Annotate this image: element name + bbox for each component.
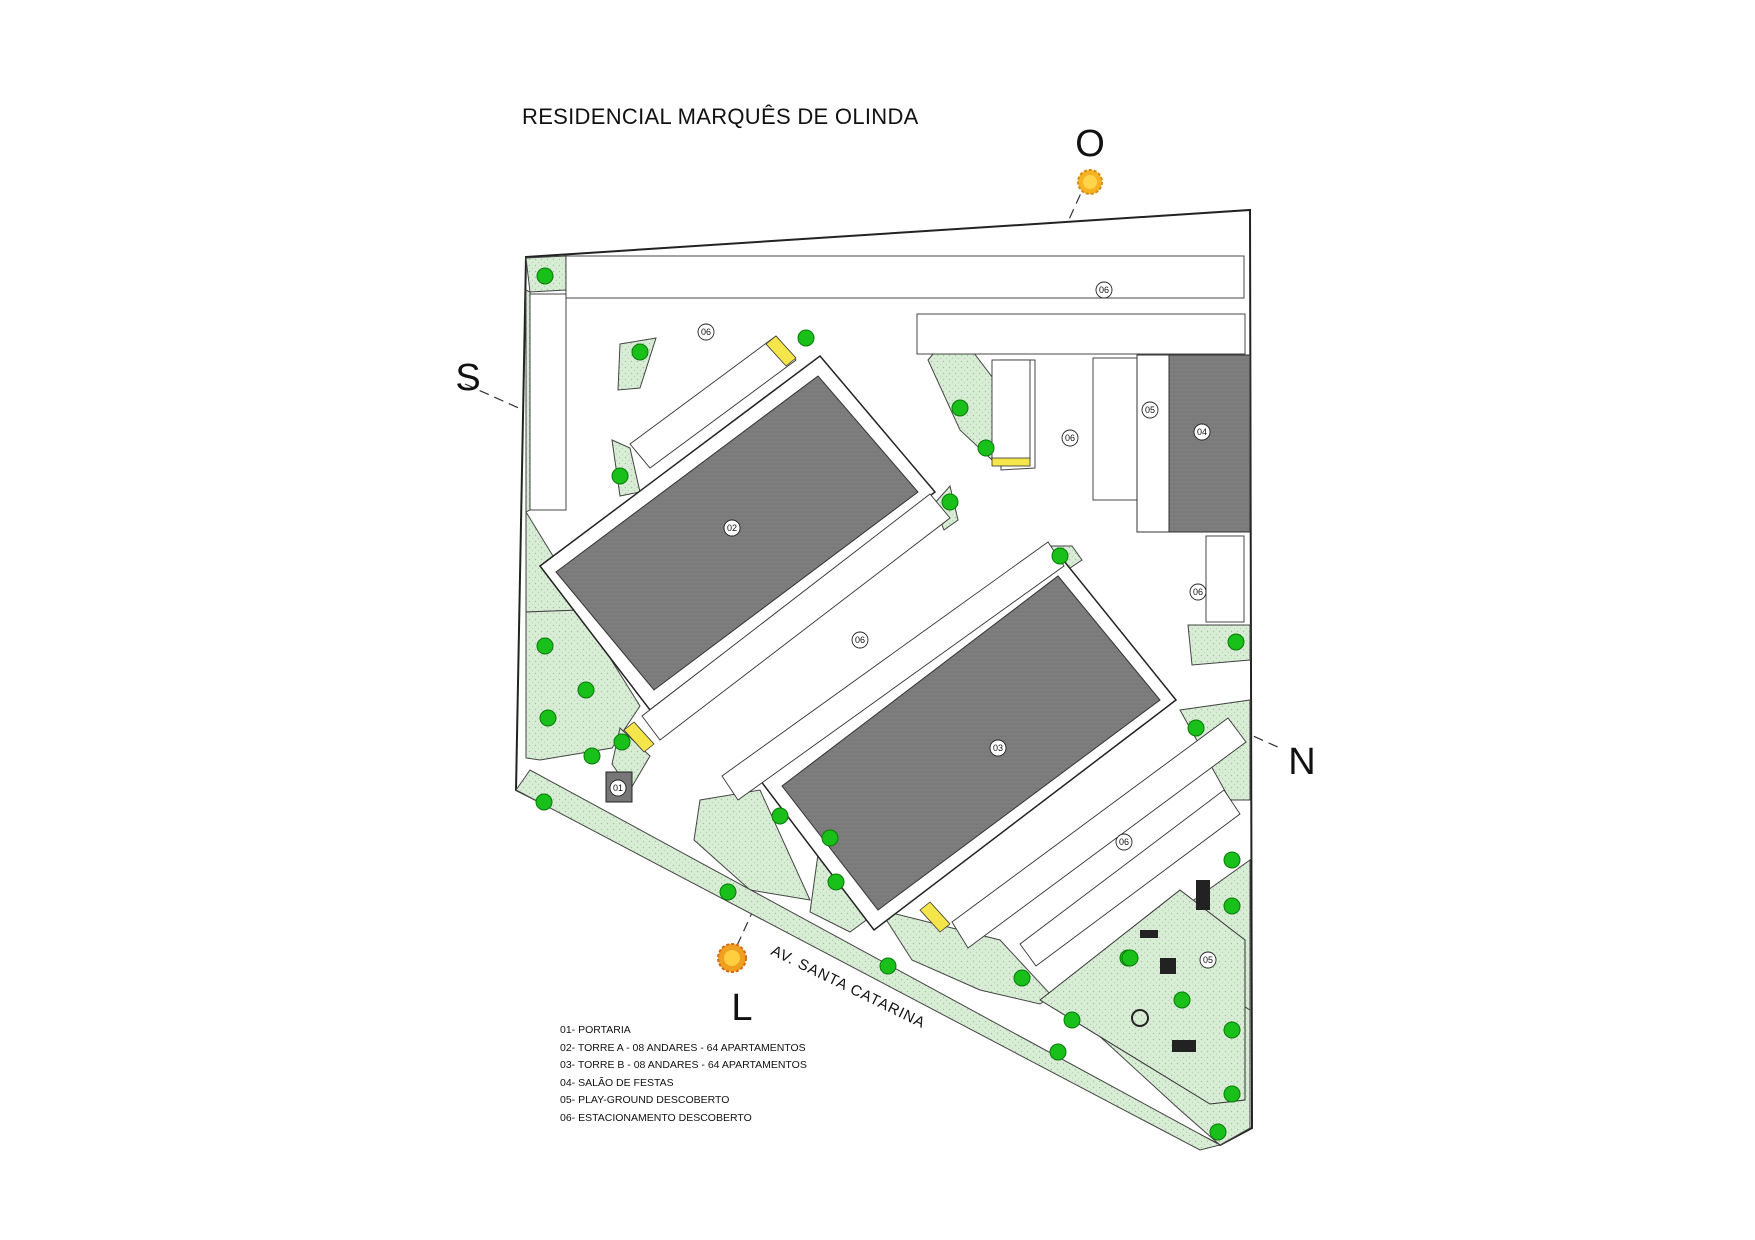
label-06-c: 06 [1065, 433, 1075, 443]
parking-strips-a [629, 335, 951, 741]
accent-strips [623, 335, 1031, 933]
compass-east: L [731, 987, 752, 1029]
label-06-e: 06 [855, 635, 865, 645]
legend-item: 01- PORTARIA [560, 1024, 631, 1036]
legend-item: 06- ESTACIONAMENTO DESCOBERTO [560, 1111, 752, 1124]
sun-east-icon [717, 943, 747, 973]
label-04: 04 [1197, 427, 1207, 437]
label-03: 03 [993, 743, 1003, 753]
plan-title: RESIDENCIAL MARQUÊS DE OLINDA [522, 104, 919, 129]
parking-column-left [529, 293, 567, 511]
salao-de-festas [1136, 354, 1251, 533]
legend-item: 05- PLAY-GROUND DESCOBERTO [560, 1094, 730, 1106]
label-06-b: 06 [1099, 285, 1109, 295]
playground [1039, 880, 1246, 1105]
legend-item: 03- TORRE B - 08 ANDARES - 64 APARTAMENT… [560, 1059, 807, 1071]
parking-strips-b [721, 541, 1247, 967]
label-06-a: 06 [701, 327, 711, 337]
label-06-f: 06 [1119, 837, 1129, 847]
parking-column-salao [991, 357, 1245, 623]
label-02: 02 [727, 523, 737, 533]
sun-west-icon [1077, 169, 1103, 195]
compass-south: S [455, 357, 480, 399]
compass-north: N [1288, 741, 1315, 783]
trees [535, 267, 1245, 1141]
label-06-d: 06 [1193, 587, 1203, 597]
parking-row-upper [916, 313, 1246, 355]
compass-west: O [1075, 123, 1105, 165]
label-05-b: 05 [1203, 955, 1213, 965]
legend-item: 02- TORRE A - 08 ANDARES - 64 APARTAMENT… [560, 1041, 806, 1054]
legend: 01- PORTARIA 02- TORRE A - 08 ANDARES - … [560, 1022, 807, 1127]
parking-row-top [565, 255, 1245, 299]
label-05: 05 [1145, 405, 1155, 415]
label-01: 01 [613, 783, 623, 793]
area-tags [609, 281, 1217, 969]
legend-item: 04- SALÃO DE FESTAS [560, 1076, 674, 1089]
